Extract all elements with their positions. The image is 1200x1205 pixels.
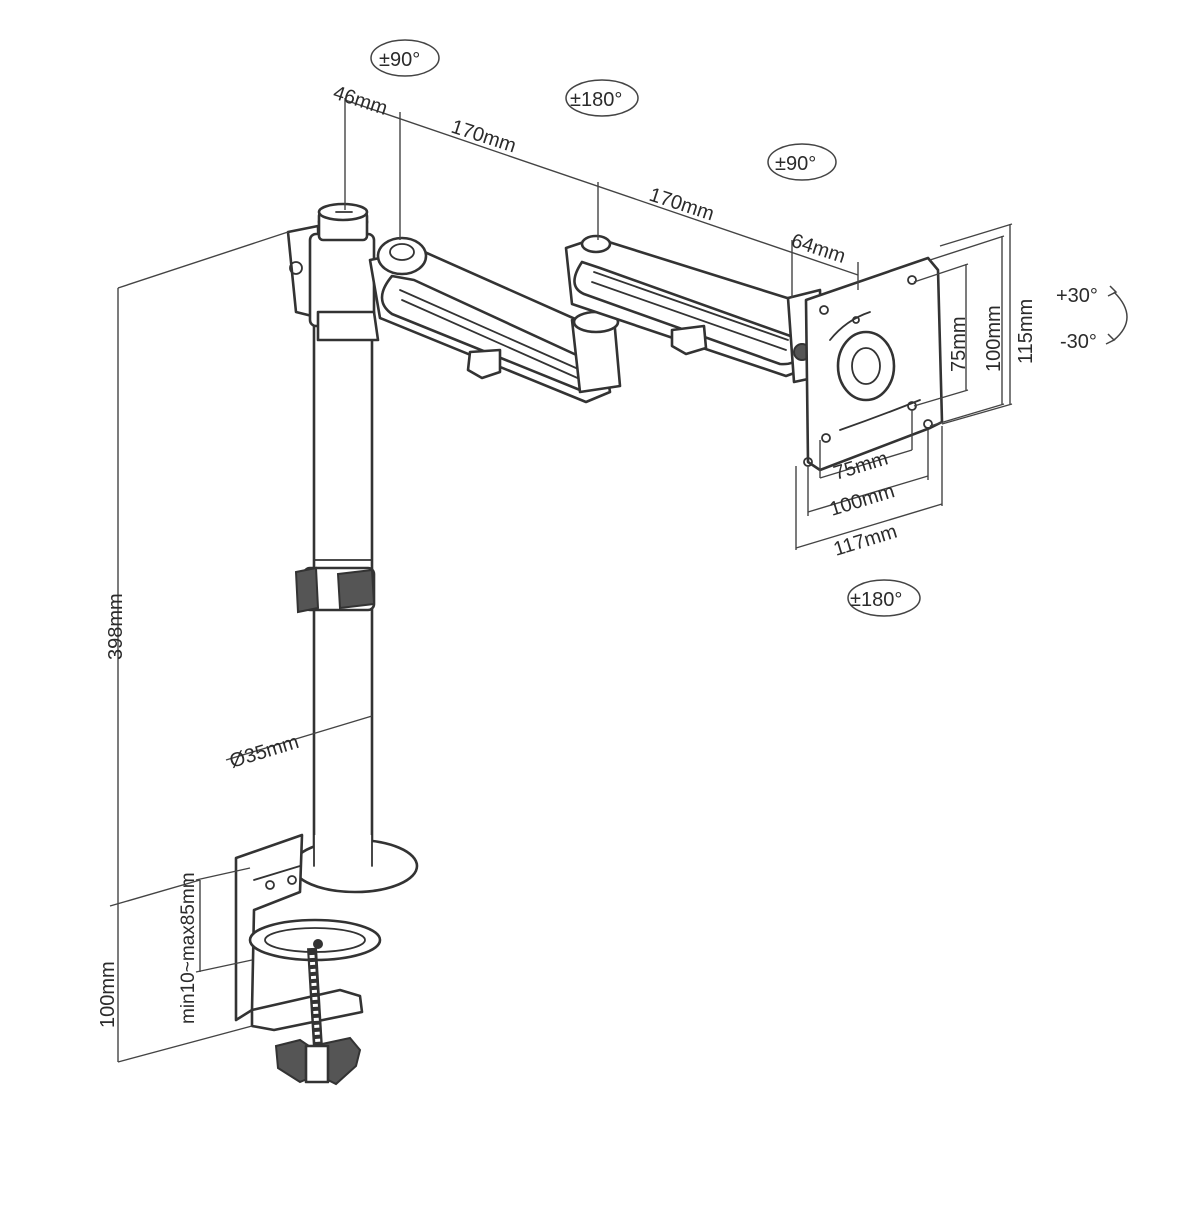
elbow-joint: [570, 310, 622, 394]
arm-segment-1: [368, 236, 612, 404]
arm-2-cable-clip: [670, 324, 708, 356]
pole: [294, 308, 376, 872]
pole-hub: [286, 202, 380, 342]
vesa-plate-hub: [836, 330, 896, 402]
vesa-v-75-label: 75mm: [948, 316, 970, 372]
tilt-down-label: -30°: [1060, 331, 1097, 353]
arm-swivel-arrow-icon: [565, 79, 639, 117]
pole-swivel-label: ±90°: [379, 49, 420, 71]
arm-offset-label: 46mm: [330, 82, 390, 120]
vesa-h-100-label: 100mm: [827, 480, 897, 521]
rotation-label: ±180°: [850, 589, 902, 611]
rotation-arrow-icon: [847, 579, 921, 617]
head-swivel-arrow-icon: [767, 143, 837, 181]
clamp-screw: [307, 939, 323, 1049]
pole-diameter-label: Ø35mm: [227, 731, 301, 773]
arm-1-cable-clip: [466, 348, 502, 380]
arm-segment-1-label: 170mm: [448, 116, 518, 158]
arm-swivel-label: ±180°: [570, 89, 622, 111]
plate-height-label: 115mm: [1015, 299, 1037, 364]
pole-height-label: 398mm: [105, 593, 127, 660]
desk-clamp: [234, 833, 419, 1086]
tilt-up-label: +30°: [1056, 285, 1098, 307]
head-swivel-label: ±90°: [775, 153, 816, 175]
tilt-arrow-icon: [1105, 285, 1128, 345]
plate-offset-label: 64mm: [788, 230, 848, 268]
vesa-v-100-label: 100mm: [983, 305, 1005, 372]
arm-1-knob: [376, 236, 428, 276]
pole-swivel-arrow-icon: [370, 39, 440, 77]
arm-segment-2-label: 170mm: [646, 184, 716, 226]
height-collar: [294, 559, 376, 614]
vesa-plate: [786, 256, 944, 472]
rotation-symbols: [370, 39, 1128, 617]
dimension-lines: [109, 98, 1013, 1063]
clamp-knob: [274, 1036, 362, 1086]
clamp-height-label: 100mm: [97, 961, 119, 1028]
clamp-bracket: [234, 833, 304, 1022]
clamp-lower-jaw: [250, 988, 364, 1032]
desk-thickness-label: min10~max85mm: [178, 872, 199, 1024]
